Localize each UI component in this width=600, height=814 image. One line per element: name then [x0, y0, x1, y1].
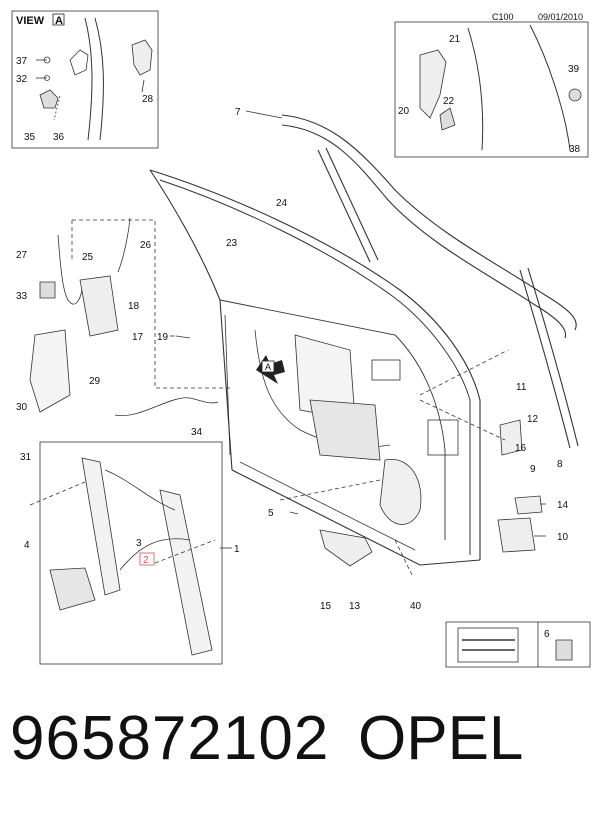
callout-7: 7 — [235, 107, 241, 118]
callout-37: 37 — [16, 56, 28, 67]
callout-28: 28 — [142, 94, 154, 105]
callout-38: 38 — [569, 144, 581, 155]
callout-15: 15 — [320, 601, 332, 612]
callout-39: 39 — [568, 64, 580, 75]
callout-30: 30 — [16, 402, 28, 413]
highlight-box-2 — [139, 552, 155, 566]
callout-27: 27 — [16, 250, 28, 261]
callout-31: 31 — [20, 452, 32, 463]
callout-10: 10 — [557, 532, 569, 543]
callout-9: 9 — [530, 464, 536, 475]
callout-1: 1 — [234, 544, 240, 555]
view-a-arrow-letter: A — [265, 362, 271, 372]
callout-2: 2 — [143, 555, 149, 566]
brand-name: OPEL — [358, 704, 524, 773]
manual-icon-box — [445, 621, 591, 668]
part-number: 965872102 — [10, 704, 330, 773]
callout-40: 40 — [410, 601, 422, 612]
callout-26: 26 — [140, 240, 152, 251]
callout-25: 25 — [82, 252, 94, 263]
view-a-title: VIEW — [16, 15, 45, 27]
callout-22: 22 — [443, 96, 455, 107]
callout-11: 11 — [516, 382, 527, 393]
callout-33: 33 — [16, 291, 28, 302]
callout-13: 13 — [349, 601, 361, 612]
callout-14: 14 — [557, 500, 569, 511]
callout-17: 17 — [132, 332, 144, 343]
header-code: C100 — [492, 12, 514, 22]
view-a-inset — [11, 10, 159, 149]
view-a-letter: A — [55, 15, 63, 27]
regulator-inset — [39, 441, 223, 665]
callout-18: 18 — [128, 301, 140, 312]
callout-36: 36 — [53, 132, 65, 143]
callout-19: 19 — [157, 332, 169, 343]
callout-35: 35 — [24, 132, 36, 143]
callout-29: 29 — [89, 376, 101, 387]
callout-16: 16 — [515, 443, 527, 454]
top-right-inset — [394, 21, 589, 158]
callout-4: 4 — [24, 540, 30, 551]
callout-23: 23 — [226, 238, 238, 249]
callout-32: 32 — [16, 74, 28, 85]
callout-21: 21 — [449, 34, 461, 45]
callout-5: 5 — [268, 508, 274, 519]
parts-diagram: A VIEW A 37 32 28 35 36 21 39 20 22 38 7… — [11, 10, 591, 668]
callout-3: 3 — [136, 538, 142, 549]
callout-20: 20 — [398, 106, 410, 117]
callout-8: 8 — [557, 459, 563, 470]
callout-24: 24 — [276, 198, 288, 209]
callout-12: 12 — [527, 414, 539, 425]
callout-34: 34 — [191, 427, 203, 438]
header-date: 09/01/2010 — [538, 12, 584, 22]
callout-6: 6 — [544, 629, 550, 640]
